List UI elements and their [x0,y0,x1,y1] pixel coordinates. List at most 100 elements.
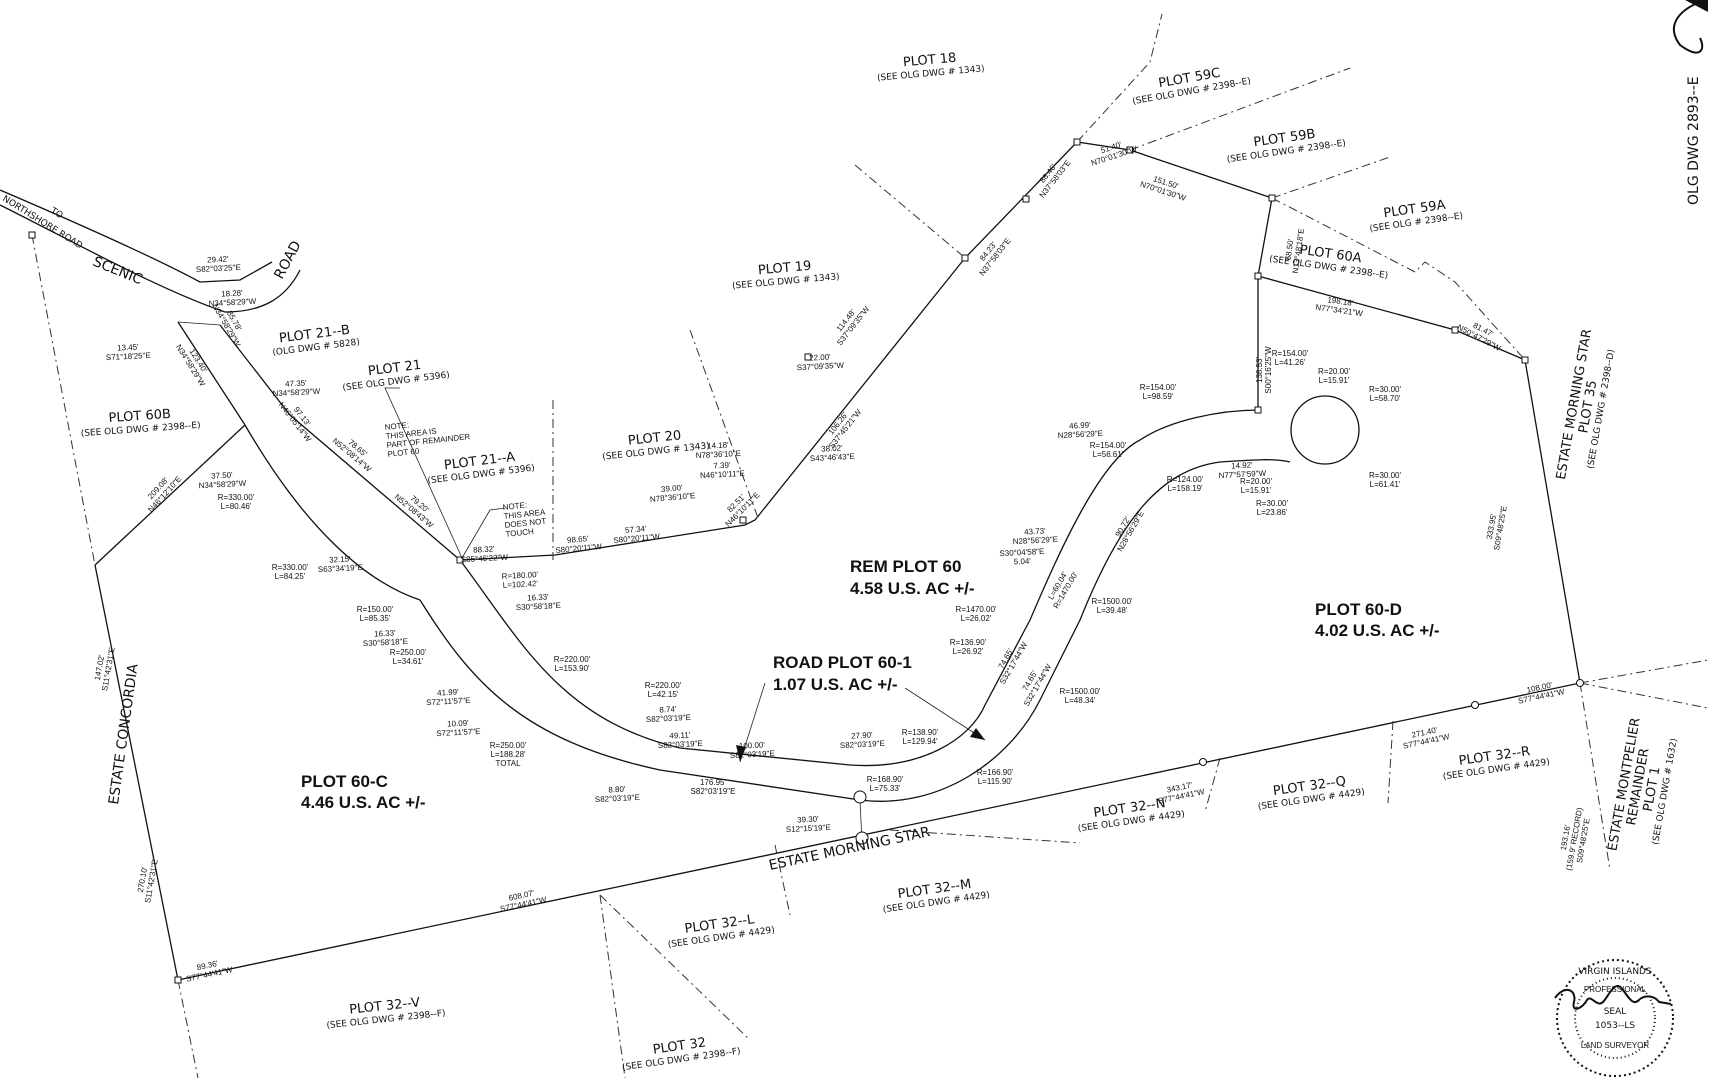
survey-call-c71: 114.48'S37°09'35"W [835,304,872,347]
survey-call-c33: 49.11'S82°03'19"E [658,730,703,750]
call-bearing: L=85.35' [360,614,391,623]
plot60a-south-line [1257,275,1526,361]
estate-concordia-label: ESTATE CONCORDIA [106,662,142,805]
plot-35-label: ESTATE MORNING STAR PLOT 35 (SEE OLG DWG… [1554,328,1617,481]
surveyor-seal: VIRGIN ISLANDS PROFESSIONAL SEAL 1053--L… [1554,959,1674,1077]
call-distance: 57.34' [625,524,648,535]
plot-name: PLOT 32 [652,1035,707,1057]
call-bearing: L=75.33' [870,784,901,793]
survey-call-c04: 123.40'N34°58'29"W [174,343,209,389]
survey-call-c66: 81.47'N50°47'29"W [1456,321,1503,353]
call-distance: 16.33' [527,592,549,602]
survey-call-c46: R=1500.00'L=48.34' [1060,687,1101,705]
call-distance: R=124.00' [1167,475,1204,484]
seal-text: VIRGIN ISLANDS [1578,967,1652,977]
call-bearing: 5.04' [1014,557,1032,567]
note-1: NOTE: THIS AREA IS PART OF REMAINDER PLO… [384,420,471,458]
road-north-edge [459,409,1261,767]
call-distance: R=250.00' [490,741,527,750]
northshore-label: NORTHSHORE ROAD [0,194,84,251]
call-distance: 41.99' [437,687,459,697]
plot-60c-name: PLOT 60-C [301,772,388,791]
plot20-19-line [689,329,759,519]
survey-call-c43: R=1470.00'L=26.02' [956,605,997,623]
survey-call-c47: R=1500.00'L=39.48' [1092,597,1133,615]
call-bearing: N34°58'29"W [208,297,256,309]
call-bearing: S85°46'22"W [461,553,509,564]
survey-call-c40: 39.30'S12°15'19"E [786,814,831,834]
call-bearing: S30°58'18"E [516,601,561,612]
survey-call-c36: R=138.90'L=129.94' [902,728,939,746]
survey-call-c25: 14.18'N78°36'10"E [695,440,741,460]
survey-call-c30: R=220.00'L=153.90' [554,655,591,673]
montpelier-label: ESTATE MONTPELIER REMAINDER PLOT 1 (SEE … [1605,717,1679,853]
survey-call-c44: 74.65'S32°17'44"W [997,640,1030,686]
call-bearing: N46°10'11"E [700,469,745,480]
call-bearing: L=129.94' [902,737,938,746]
call-bearing: L=84.25' [275,572,306,581]
survey-call-c63: 138.53'S00°16'25"W [1255,346,1273,394]
survey-call-c53: R=154.00'L=56.61' [1090,441,1127,459]
call-distance: 198.18' [1327,295,1354,308]
plot60b-west-line [31,234,96,566]
call-bearing: L=15.91' [1241,486,1272,495]
survey-call-c38: 176.95'S82°03'19"E [691,778,736,796]
road-label: ROAD [271,238,304,282]
call-bearing: L=48.34' [1065,696,1096,705]
survey-call-c21: 88.32'S85°46'22"W [461,544,509,564]
plot32qr-line [1387,720,1394,804]
survey-call-c78: 343.17'S77°44'41"W [1157,780,1205,805]
call-bearing: S12°15'19"E [786,823,831,834]
survey-call-c50: 43.73'N28°56'29"E [1012,526,1058,546]
survey-call-c62: R=30.00'L=61.41' [1369,471,1401,489]
survey-call-c20: R=250.00'L=188.28'TOTAL [490,741,527,768]
call-distance: R=1500.00' [1092,597,1133,606]
survey-call-c82: 147.02'S11°42'31"E [93,647,117,692]
parcel-labels: REM PLOT 60 4.58 U.S. AC +/- ROAD PLOT 6… [301,557,1440,812]
survey-call-c08: 78.65'N52°08'14"W [331,436,374,474]
call-distance: R=20.00' [1240,477,1272,486]
survey-call-c52: 46.99'N28°56'29"E [1057,420,1103,440]
survey-call-c24: 39.00'N78°36'10"E [650,483,696,504]
call-distance: R=30.00' [1369,471,1401,480]
note-line: THIS AREA [503,508,546,521]
plot60b-diagonal [94,424,246,566]
call-bearing: L=23.86' [1257,508,1288,517]
plot32v-line [177,979,199,1079]
plot19-line [854,164,971,263]
plot-32q-label: PLOT 32--Q (SEE OLG DWG # 4429) [1257,774,1365,812]
call-distance: S30°04'58"E [999,547,1044,558]
call-distance: 47.35' [285,378,307,388]
call-bearing: S82°03'19"E [595,793,640,804]
plot-32m-label: PLOT 32--M (SEE OLG DWG # 4429) [882,877,990,915]
plot-32l-label: PLOT 32--L (SEE OLG DWG # 4429) [667,912,775,950]
survey-call-c57: R=20.00'L=15.91' [1318,367,1350,385]
plot-20-label: PLOT 20 (SEE OLG DWG # 1343) [602,428,710,462]
call-distance: 27.90' [851,730,873,740]
call-bearing: S82°03'25"E [196,263,241,274]
call-bearing: S82°03'19"E [691,787,736,796]
plot-21b-label: PLOT 21--B (OLG DWG # 5828) [272,323,361,359]
call-bearing: L=41.26' [1275,358,1306,367]
road-plot-arrowhead-2 [970,728,985,740]
plot60d-east-line [1524,359,1581,684]
plot-21a-label: PLOT 21--A (SEE OLG DWG # 5396) [427,450,535,487]
survey-call-c31: R=220.00'L=42.15' [645,681,682,699]
call-distance: R=220.00' [645,681,682,690]
road-plot-60-1-area: 1.07 U.S. AC +/- [773,675,898,694]
plot-18-label: PLOT 18 (SEE OLG DWG # 1343) [877,51,985,84]
signature [1554,984,1672,1010]
survey-call-c07: 97.13'N46°05'14"W [277,400,314,443]
call-distance: 32.15' [329,554,351,564]
call-distance: 37.50' [211,470,233,480]
survey-call-c26: 7.39'N46°10'11"E [700,461,745,481]
call-distance: 8.80' [608,785,626,795]
call-bearing: L=61.41' [1370,480,1401,489]
survey-call-c34: 100.00'S82°03'19"E [730,740,775,760]
survey-call-c14: 32.15'S63°34'19"E [318,554,363,574]
call-bearing: N78°36'10"E [650,491,696,504]
call-distance: 39.00' [661,483,684,494]
call-distance: R=330.00' [218,493,255,502]
plot32nq-line [1204,757,1221,813]
plot-59c-label: PLOT 59C (SEE OLG DWG # 2398--E) [1132,66,1252,107]
